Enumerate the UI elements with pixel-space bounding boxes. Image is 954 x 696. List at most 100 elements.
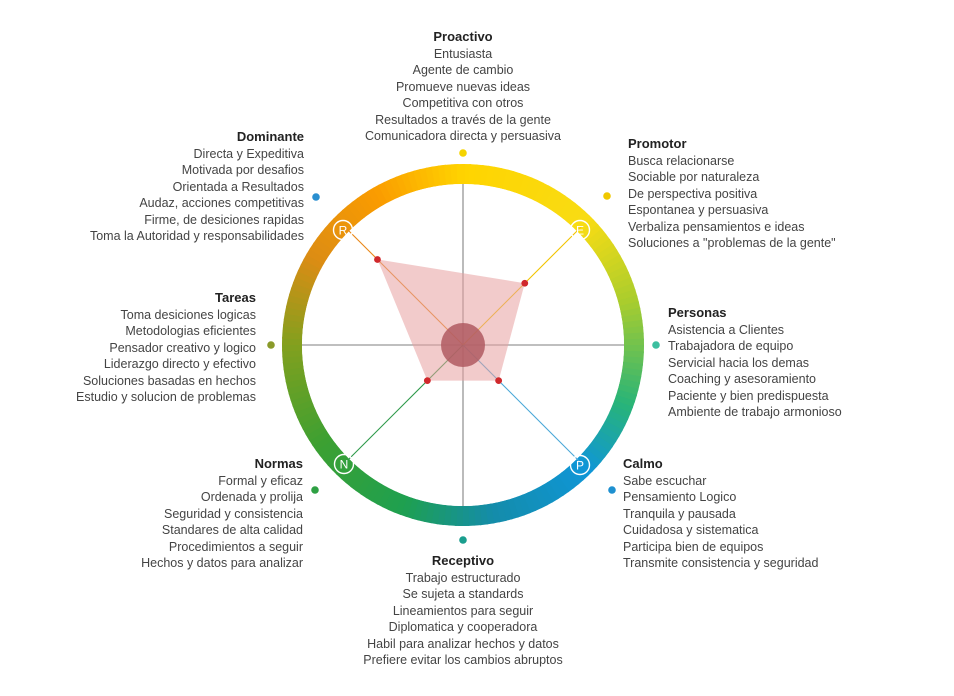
- ring-segment: [546, 478, 565, 500]
- ring-segment: [290, 281, 313, 296]
- ring-segment: [623, 338, 644, 347]
- group-normas: Normas Formal y eficaz Ordenada y prolij…: [60, 456, 303, 572]
- ring-segment: [521, 492, 537, 514]
- ring-segment: [620, 372, 642, 385]
- ring-segment: [308, 428, 330, 447]
- list-item: Orientada a Resultados: [172, 179, 304, 194]
- list-item: Firme, de desiciones rapidas: [144, 212, 304, 227]
- ring-segment: [286, 382, 309, 395]
- badge-n-label: N: [340, 458, 349, 472]
- profile-marker-r: [374, 256, 381, 263]
- ring-segment: [346, 201, 366, 222]
- ring-segment: [395, 174, 410, 196]
- ring-segment: [604, 415, 626, 432]
- list-item: Verbaliza pensamientos e ideas: [628, 219, 805, 234]
- ring-segment: [523, 177, 539, 199]
- list-item: Espontanea y persuasiva: [628, 203, 769, 217]
- group-proactivo-title: Proactivo: [433, 29, 493, 44]
- badge-e: E: [569, 219, 591, 241]
- ring-segment: [319, 442, 340, 462]
- ring-segment: [528, 179, 545, 202]
- dot-promotor: [603, 192, 611, 200]
- ring-segment: [288, 387, 310, 401]
- ring-segment: [285, 299, 308, 312]
- ring-segment: [372, 184, 389, 206]
- list-item: Entusiasta: [433, 46, 493, 61]
- list-item: Trabajo estructurado: [405, 570, 521, 585]
- list-item: Sociable por naturaleza: [628, 170, 760, 184]
- ring-segment: [297, 263, 320, 280]
- list-item: Pensador creativo y logico: [109, 340, 256, 355]
- ring-segment: [602, 254, 624, 271]
- list-item: Standares de alta calidad: [161, 523, 303, 537]
- ring-segment: [609, 405, 631, 421]
- ring-segment: [417, 500, 430, 523]
- ring-segment: [335, 459, 356, 480]
- ring-segment: [601, 420, 623, 438]
- ring-segment: [367, 187, 384, 209]
- ring-segment: [589, 233, 611, 252]
- ring-segment: [586, 228, 607, 248]
- list-item: Ambiente de trabajo armonioso: [668, 405, 842, 419]
- ring-segment: [618, 378, 641, 391]
- ring-segment: [562, 202, 581, 223]
- dot-proactivo: [459, 149, 467, 157]
- ring-segment: [516, 494, 531, 516]
- ring-segment: [577, 452, 598, 473]
- ring-segment: [526, 489, 543, 512]
- ring-segment: [596, 243, 618, 262]
- ring-segment: [378, 181, 394, 203]
- ring-segment: [284, 305, 306, 318]
- ring-segment: [405, 497, 419, 519]
- list-item: Estudio y solucion de problemas: [76, 390, 256, 404]
- group-dominante-title: Dominante: [236, 129, 304, 144]
- badge-r: R: [332, 219, 354, 241]
- list-item: Transmite consistencia y seguridad: [623, 556, 819, 570]
- ring-segment: [305, 424, 327, 441]
- ring-segment: [413, 168, 426, 191]
- badge-n: N: [333, 453, 355, 475]
- ring-segment: [361, 190, 380, 212]
- ring-segment: [593, 238, 615, 257]
- ring-segment: [533, 182, 550, 204]
- ring-segment: [311, 433, 333, 452]
- ring-segment: [350, 470, 369, 492]
- group-tareas-title: Tareas: [215, 290, 256, 305]
- ring-segment: [324, 222, 345, 242]
- ring-segment: [566, 206, 586, 227]
- dot-calmo: [608, 486, 616, 494]
- ring-segment: [456, 164, 465, 185]
- profile-markers: [374, 256, 529, 385]
- list-item: Tranquila y pausada: [623, 506, 736, 521]
- ring-segment: [500, 499, 513, 522]
- ring-segment: [617, 295, 640, 308]
- badge-p: P: [569, 454, 591, 476]
- ring-segment: [606, 410, 629, 427]
- ring-segment: [302, 419, 324, 436]
- dot-dominante: [312, 193, 320, 201]
- badge-p-label: P: [576, 459, 584, 473]
- list-item: Participa bien de equipos: [623, 539, 764, 554]
- ring-segment: [610, 271, 632, 287]
- ring-segment: [569, 460, 589, 481]
- list-item: Procedimientos a seguir: [168, 539, 303, 554]
- profile-marker-n: [423, 377, 431, 385]
- ring-segment: [553, 194, 571, 216]
- list-item: Formal y eficaz: [218, 473, 303, 488]
- group-normas-title: Normas: [254, 456, 303, 471]
- ring-segment: [595, 430, 617, 448]
- ring-segment: [315, 438, 337, 457]
- ring-segment: [287, 293, 309, 307]
- list-item: Motivada por desafios: [181, 163, 304, 177]
- dot-tareas: [267, 341, 275, 349]
- list-item: Toma desiciones logicas: [120, 307, 257, 322]
- ring-segment: [615, 389, 637, 403]
- ring-segment: [289, 287, 311, 301]
- list-item: Pensamiento Logico: [623, 490, 737, 504]
- ring-segment: [612, 277, 634, 292]
- group-calmo: Calmo Sabe escuchar Pensamiento Logico T…: [623, 456, 818, 572]
- ring-segment: [585, 444, 606, 463]
- ring-segment: [393, 493, 408, 516]
- ring-segment: [290, 393, 312, 407]
- ring-segment: [617, 383, 639, 397]
